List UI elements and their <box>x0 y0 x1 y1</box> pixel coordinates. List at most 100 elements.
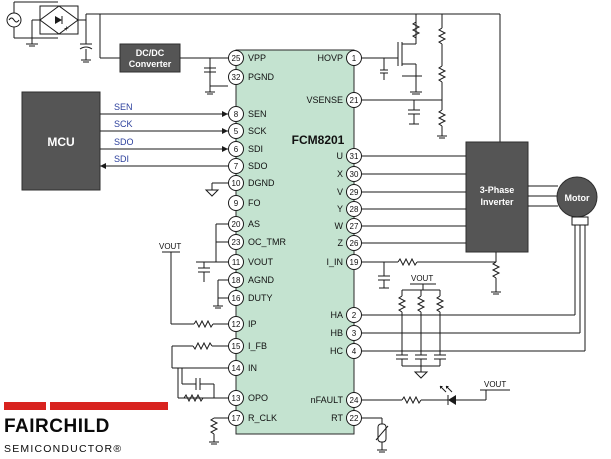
pin-number: 15 <box>232 342 241 351</box>
pin-circle <box>228 216 244 232</box>
inverter-label-line2: Inverter <box>480 197 514 207</box>
pin-circle <box>228 360 244 376</box>
fault-led-network <box>362 385 510 405</box>
pin-number: 3 <box>352 329 357 338</box>
pin-circle <box>228 234 244 250</box>
mcu-label: MCU <box>47 135 74 149</box>
bulk-capacitor <box>79 43 93 63</box>
pin-circle <box>346 325 362 341</box>
mcu-block <box>21 91 101 191</box>
pin-number: 7 <box>234 162 239 171</box>
fcm8201-chip <box>235 49 355 435</box>
pin-right-10: 3HB <box>330 325 362 341</box>
pin-label: U <box>337 151 344 161</box>
pin-label: HA <box>330 310 343 320</box>
dgnd-ground <box>204 182 228 197</box>
pin-label: Y <box>337 204 343 214</box>
pin-label: Z <box>338 238 344 248</box>
pin-circle <box>228 195 244 211</box>
three-phase-inverter-block <box>465 141 529 253</box>
signal-sck: SCK <box>114 119 133 129</box>
pin-number: 29 <box>350 188 359 197</box>
pin-label: I_IN <box>326 257 343 267</box>
pin-left-5: 7 SDO <box>228 158 268 174</box>
pin-number: 9 <box>234 199 239 208</box>
inverter-label-line1: 3-Phase <box>480 185 515 195</box>
signal-sdo: SDO <box>114 137 134 147</box>
vout-label-left: VOUT <box>159 242 181 251</box>
pin-right-3: 30X <box>337 166 362 182</box>
pin-circle <box>346 166 362 182</box>
logo-red-bar-right <box>50 402 168 410</box>
pin-number: 23 <box>232 238 241 247</box>
pin-circle <box>346 410 362 426</box>
pin-left-7: 9 FO <box>228 195 261 211</box>
pin-label: I_FB <box>248 341 267 351</box>
pin-label: V <box>337 187 343 197</box>
vout-network <box>162 223 228 329</box>
pin-number: 2 <box>352 311 357 320</box>
pin-left-12: 16 DUTY <box>228 290 273 306</box>
dc-bus-wire <box>85 13 501 44</box>
pin-label: FO <box>248 198 261 208</box>
pin-right-5: 28 Y <box>337 201 362 217</box>
pin-label: SEN <box>248 109 267 119</box>
pin-circle <box>228 410 244 426</box>
pin-circle <box>228 390 244 406</box>
pin-number: 32 <box>232 73 241 82</box>
signal-sen: SEN <box>114 102 133 112</box>
current-feedback-network <box>171 341 228 403</box>
pin-label: VOUT <box>248 257 274 267</box>
pin-left-9: 23 OC_TMR <box>228 234 287 250</box>
motor-phase-wires <box>528 185 558 207</box>
pin-number: 1 <box>352 54 357 63</box>
pin-label: R_CLK <box>248 413 277 423</box>
logo-red-bar-left <box>4 402 46 410</box>
pin-number: 31 <box>350 152 359 161</box>
pin-number: 14 <box>232 364 241 373</box>
vout-label-hall: VOUT <box>411 274 433 283</box>
pin-left-14: 15 I_FB <box>228 338 267 354</box>
dcdc-label-line1: DC/DC <box>136 48 165 58</box>
pin-number: 27 <box>350 222 359 231</box>
pin-number: 4 <box>352 347 357 356</box>
pin-circle <box>346 235 362 251</box>
ground-symbol <box>26 43 38 47</box>
pin-label: HOVP <box>317 53 343 63</box>
pin-label: HC <box>330 346 343 356</box>
pin-label: SDI <box>248 144 263 154</box>
pin-number: 10 <box>232 179 241 188</box>
pin-number: 19 <box>350 258 359 267</box>
motor-label: Motor <box>565 193 590 203</box>
pin-label: VPP <box>248 53 266 63</box>
ac-source <box>6 2 22 38</box>
dcdc-label-line2: Converter <box>129 59 172 69</box>
pin-left-10: 11 VOUT <box>228 254 274 270</box>
pin-label: OC_TMR <box>248 237 287 247</box>
pin-number: 16 <box>232 294 241 303</box>
pin-label: DUTY <box>248 293 273 303</box>
pin-number: 28 <box>350 205 359 214</box>
pin-number: 11 <box>232 258 241 267</box>
pin-number: 30 <box>350 170 359 179</box>
pin-label: SDO <box>248 161 268 171</box>
hall-pullup-network <box>396 283 446 379</box>
pin-circle <box>228 254 244 270</box>
pin-right-7: 26Z <box>338 235 362 251</box>
signal-sdi: SDI <box>114 154 129 164</box>
pin-number: 12 <box>232 320 241 329</box>
pin-circle <box>346 218 362 234</box>
pin-number: 24 <box>350 396 359 405</box>
